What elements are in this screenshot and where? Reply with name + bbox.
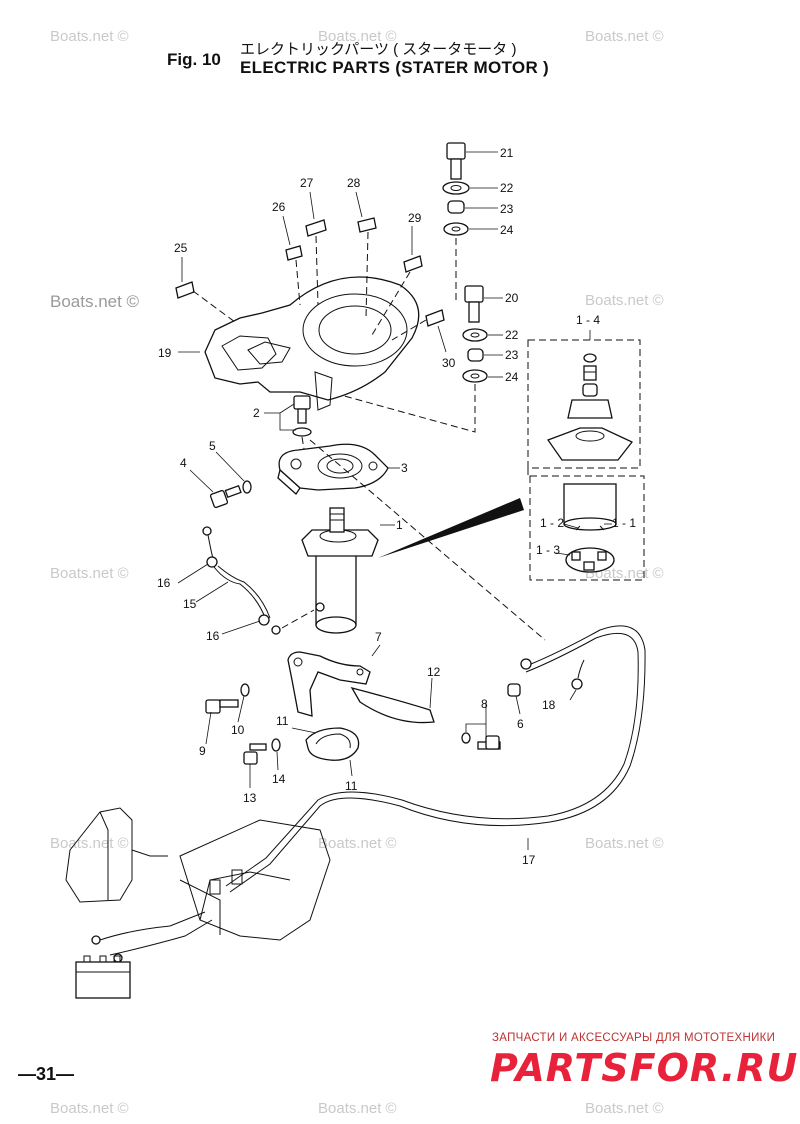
label-24-lower: 24 [505,370,519,384]
bolt-21[interactable] [446,142,498,180]
starter-motor-1[interactable] [301,507,395,634]
bolt-13[interactable] [243,743,267,788]
watermark: Boats.net © [585,292,664,309]
washer-22-lower[interactable] [462,328,503,342]
label-8: 8 [481,697,488,711]
harness-15[interactable] [177,526,315,635]
page-title: ELECTRIC PARTS (STATER MOTOR ) [240,58,550,77]
label-26: 26 [272,200,286,214]
terminal-18[interactable] [569,659,585,701]
label-2: 2 [253,406,260,420]
grommet-24-top[interactable] [443,222,498,236]
label-1-4: 1 - 4 [576,313,600,327]
grommet-24-lower[interactable] [462,369,503,383]
label-4: 4 [180,456,187,470]
lock-washer-5[interactable] [215,451,252,494]
label-17: 17 [522,853,536,867]
label-decal-30 [391,309,447,353]
label-28: 28 [347,176,361,190]
label-18: 18 [542,698,556,712]
label-23-lower: 23 [505,348,519,362]
label-9: 9 [199,744,206,758]
label-decal-29 [371,226,423,336]
starter-bracket-3[interactable] [277,443,400,495]
watermark: Boats.net © [318,835,397,852]
label-19: 19 [158,346,172,360]
label-24-top: 24 [500,223,514,237]
washer-10[interactable] [237,683,250,723]
label-1: 1 [396,518,403,532]
title-japanese: エレクトリックパーツ ( スタータモータ ) [240,41,517,58]
shop-tagline: ЗАПЧАСТИ И АКСЕССУАРЫ ДЛЯ МОТОТЕХНИКИ [492,1032,776,1044]
label-15: 15 [183,597,197,611]
detail-pointer [378,498,524,558]
brush-holder-1-3[interactable] [555,547,615,573]
collar-23-lower[interactable] [467,348,503,362]
label-5: 5 [209,439,216,453]
label-decal-26 [282,215,303,306]
label-22-lower: 22 [505,328,519,342]
label-14: 14 [272,772,286,786]
label-29: 29 [408,211,422,225]
watermark: Boats.net © [585,28,664,45]
label-1-3: 1 - 3 [536,543,560,557]
label-22-top: 22 [500,181,514,195]
label-6: 6 [517,717,524,731]
watermark: Boats.net © [50,565,129,582]
collar-23-top[interactable] [447,200,498,214]
bolt-9[interactable] [205,699,239,745]
label-23-top: 23 [500,202,514,216]
cover-19[interactable] [178,276,420,411]
watermark: Boats.net © [585,1100,664,1117]
label-decal-28 [355,191,377,319]
label-25: 25 [174,241,188,255]
label-16-lower: 16 [206,629,220,643]
label-11-lower: 11 [345,779,358,793]
label-27: 27 [300,176,314,190]
label-12: 12 [427,665,441,679]
washer-22-top[interactable] [442,181,498,195]
cap-6[interactable] [507,683,521,715]
strap-12[interactable] [350,677,435,724]
washer-14[interactable] [271,738,281,771]
watermark: Boats.net © [50,835,129,852]
label-3: 3 [401,461,408,475]
pinion-assembly-1-4[interactable] [527,330,641,469]
label-11-upper: 11 [276,714,289,728]
engine-battery-sketch [65,807,331,999]
label-16-upper: 16 [157,576,171,590]
watermark: Boats.net © [50,1100,129,1117]
figure-number: Fig. 10 [167,50,221,69]
page-number: —31— [18,1064,75,1084]
watermark: Boats.net © [50,28,129,45]
bolt-8[interactable] [461,702,501,750]
watermark: Boats.net © [318,1100,397,1117]
label-13: 13 [243,791,257,805]
bolt-2[interactable] [264,395,312,456]
motor-band-bracket-7[interactable] [287,644,381,717]
label-decal-27 [305,191,327,306]
watermark: Boats.net © [50,292,140,311]
label-21: 21 [500,146,514,160]
label-1-1: 1 - 1 [612,516,636,530]
label-20: 20 [505,291,519,305]
label-decal-25 [175,257,236,323]
watermark: Boats.net © [585,835,664,852]
battery-cable-17[interactable] [225,625,646,893]
band-11[interactable] [291,727,360,777]
label-7: 7 [375,630,382,644]
label-1-2: 1 - 2 [540,516,564,530]
armature-assembly-box[interactable] [529,475,645,581]
watermark: Boats.net © [318,28,397,45]
shop-logo: PARTSFOR.RU [490,1046,799,1090]
bolt-4[interactable] [189,469,242,509]
label-30: 30 [442,356,456,370]
bolt-20[interactable] [464,285,503,323]
label-10: 10 [231,723,245,737]
